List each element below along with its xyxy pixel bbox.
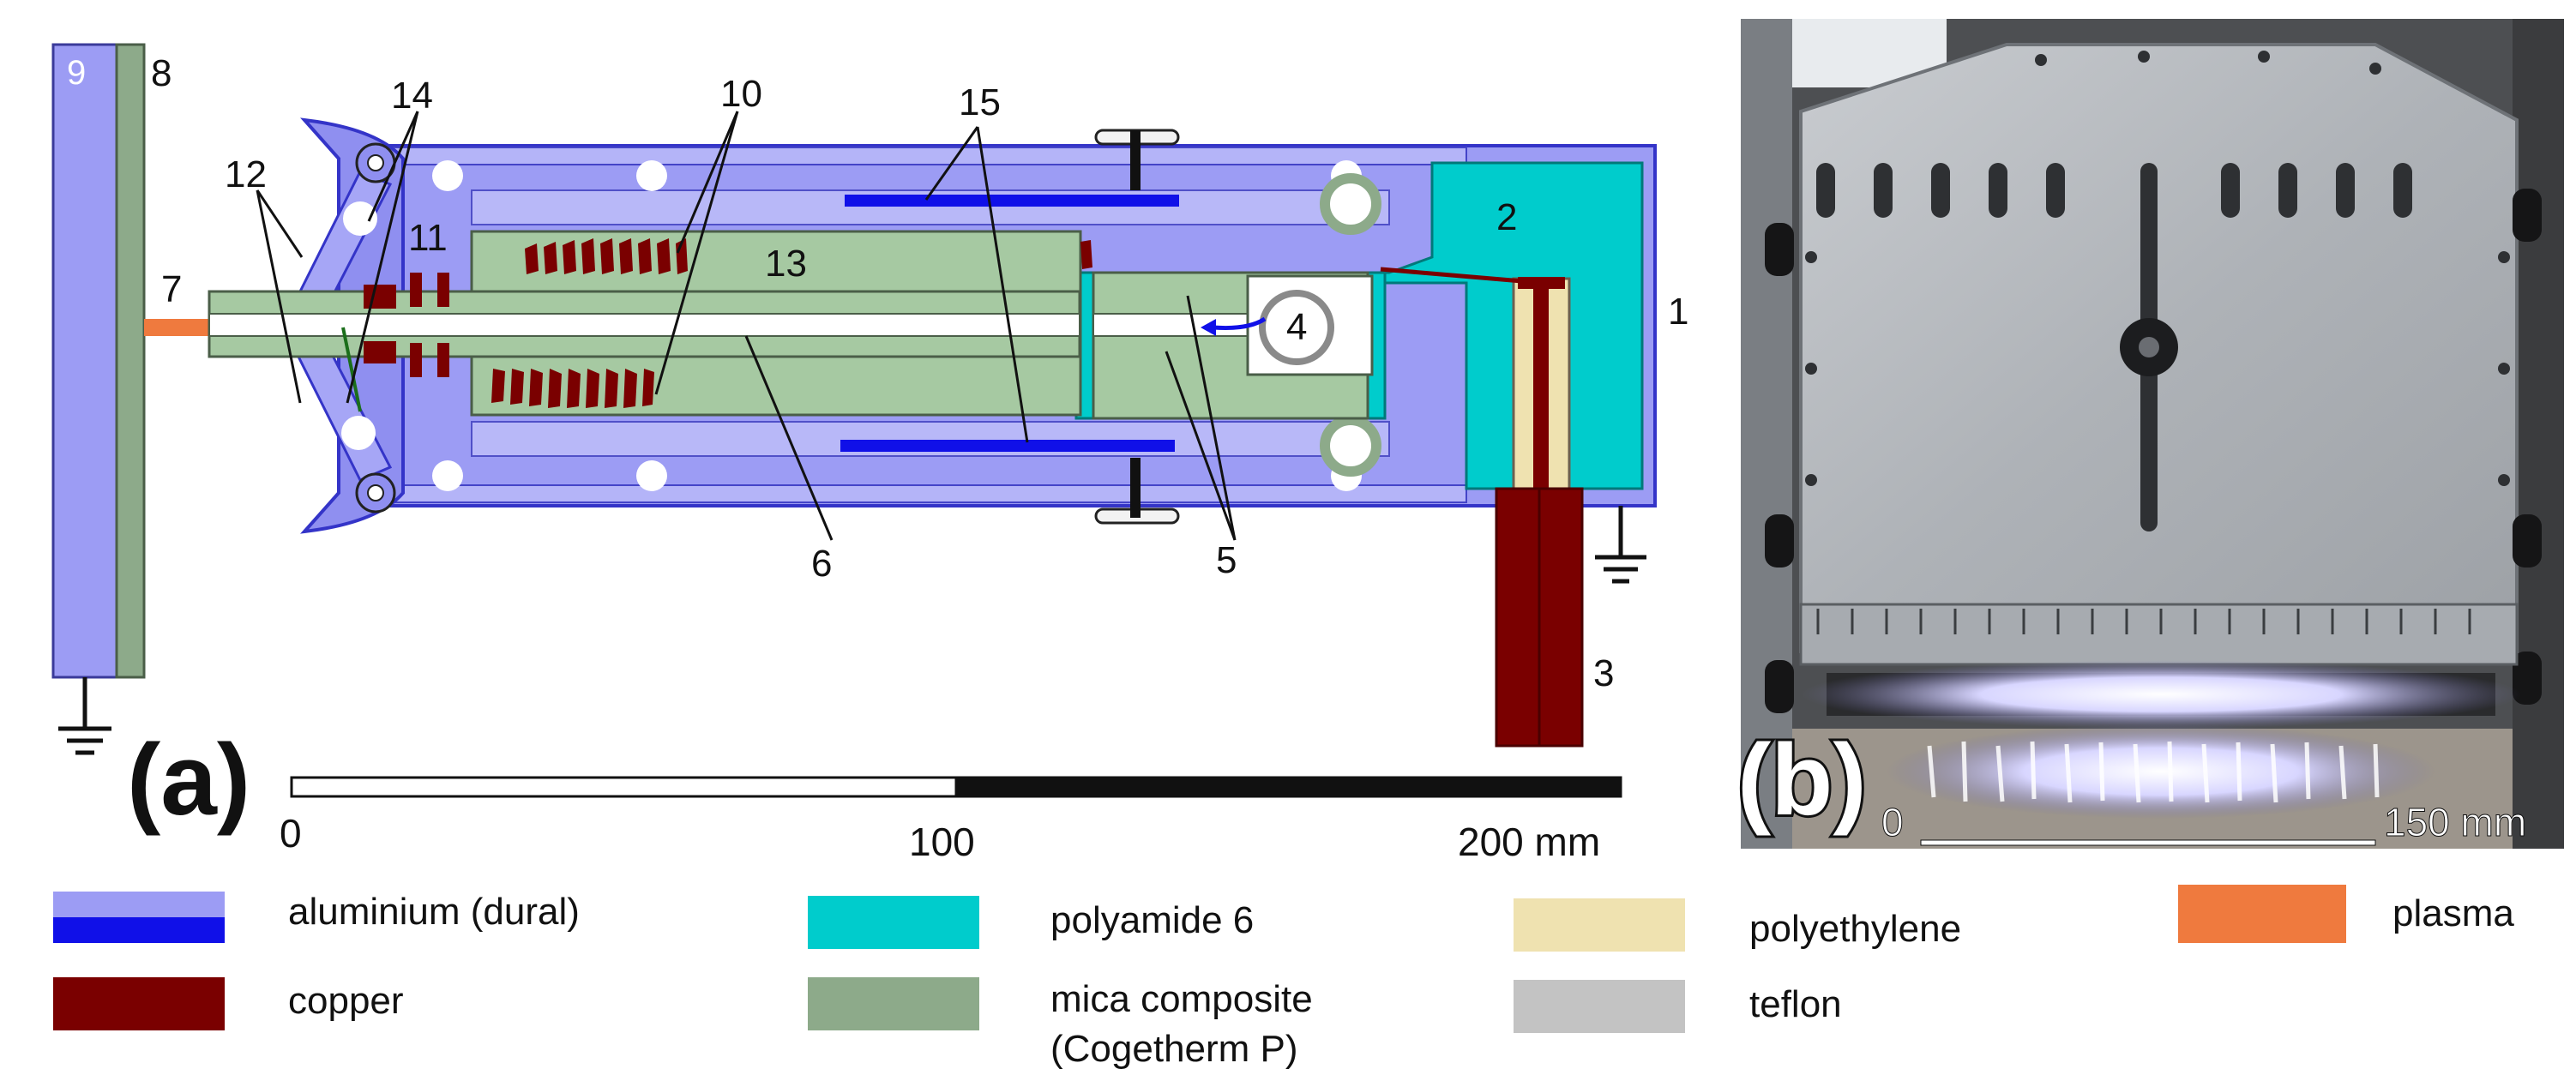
panel-a-letter: (a) [127,724,250,837]
legend-label-polyethylene: polyethylene [1749,908,1961,950]
legend-item-polyethylene: polyethylene [1514,898,1961,952]
housing-hole-4 [432,460,463,491]
scale-a-start: 0 [280,811,302,856]
plate-slots [1816,163,2412,218]
part-number-7: 7 [161,268,182,310]
gas-arrow-head [1201,319,1216,336]
housing-hole-1 [432,160,463,191]
pipe-ring-bottom [1320,415,1381,477]
scale-a-end: 200 mm [1458,820,1600,864]
upper-cooling-15 [845,195,1179,207]
photo-right-frame [2513,19,2564,849]
panel-b-photo: (b) 0 150 mm [1735,19,2564,849]
part-number-14: 14 [391,75,433,117]
legend-item-plasma: plasma [2178,885,2514,943]
screw-bottom [1094,458,1180,525]
panel-a-diagram: 9 8 7 12 14 11 10 13 15 2 1 4 6 5 3 (a) … [51,43,1688,864]
hv-wire [1380,267,1523,284]
legend-label-aluminium: aluminium (dural) [288,891,580,933]
nozzle-hole-top [343,201,377,236]
legend-label-mica-line2: (Cogetherm P) [1050,1028,1298,1070]
hinge-bottom-pin [367,484,384,501]
part-number-5: 5 [1216,539,1237,581]
part-number-4: 4 [1286,306,1307,348]
legend-label-copper: copper [288,980,404,1022]
mica-layer-8 [115,43,146,679]
part-number-6: 6 [811,543,832,585]
gas-feed-4 [1259,290,1334,365]
nozzle-hole-bottom [341,416,376,450]
gas-flow-arrow [1213,316,1267,330]
legend-label-teflon: teflon [1749,983,1842,1025]
screw-top [1094,129,1180,190]
legend-label-plasma: plasma [2392,892,2514,934]
legend-item-copper: copper [53,977,404,1030]
electrode-14-wire [341,327,362,412]
legend-label-polyamide: polyamide 6 [1050,899,1254,941]
housing-top-strip [368,147,1467,165]
hinge-top-pin [367,154,384,171]
plasma-filaments [1927,741,2380,803]
scale-b-start: 0 [1881,800,1904,844]
part-number-2: 2 [1496,196,1517,238]
part-number-10: 10 [720,73,762,115]
scale-b-end: 150 mm [2384,800,2526,844]
legend-item-polyamide: polyamide 6 [808,896,1254,949]
part-number-9: 9 [67,54,86,92]
part-number-8: 8 [151,52,172,94]
part-number-12: 12 [225,153,267,195]
copper-rod [1533,279,1549,489]
legend-item-aluminium: aluminium (dural) [53,891,580,943]
pipe-ring-top [1320,173,1381,235]
ground-symbol-left [58,677,111,755]
part-number-11: 11 [408,217,448,259]
plasma-glow-top [1801,660,2521,729]
part-number-15: 15 [959,81,1001,123]
housing-hole-5 [636,460,667,491]
legend-item-teflon: teflon [1514,980,1842,1033]
part-number-13: 13 [765,243,807,285]
housing-hole-2 [636,160,667,191]
comb-strip [1799,603,2519,666]
plate-screws [1805,51,2510,486]
legend: aluminium (dural) copper polyamide 6 mic… [53,885,2514,1070]
copper-cap [1518,277,1565,289]
legend-label-mica-line1: mica composite [1050,978,1313,1020]
scale-bar-a [290,776,1622,798]
ground-symbol-right [1595,506,1646,584]
panel-b-letter: (b) [1737,724,1867,837]
side-knobs [1765,189,2542,713]
center-knob-hole [2139,337,2159,357]
grounded-electrode-9 [51,43,118,679]
part-number-3: 3 [1593,652,1614,694]
scale-a-mid: 100 [909,820,975,864]
copper-electrodes-lower-10 [491,369,654,408]
lower-cooling-15 [840,440,1175,452]
leader-lines [256,111,1237,541]
scale-bar-b [1920,839,2376,846]
legend-item-mica: mica composite (Cogetherm P) [808,977,1313,1070]
copper-electrodes-11 [364,273,449,377]
comb-ticks [1816,609,2471,634]
discharge-channel-6 [208,313,1080,337]
part-number-1: 1 [1668,291,1688,333]
plasma-glow-bottom [1887,724,2435,819]
housing-bottom-strip [368,484,1467,503]
